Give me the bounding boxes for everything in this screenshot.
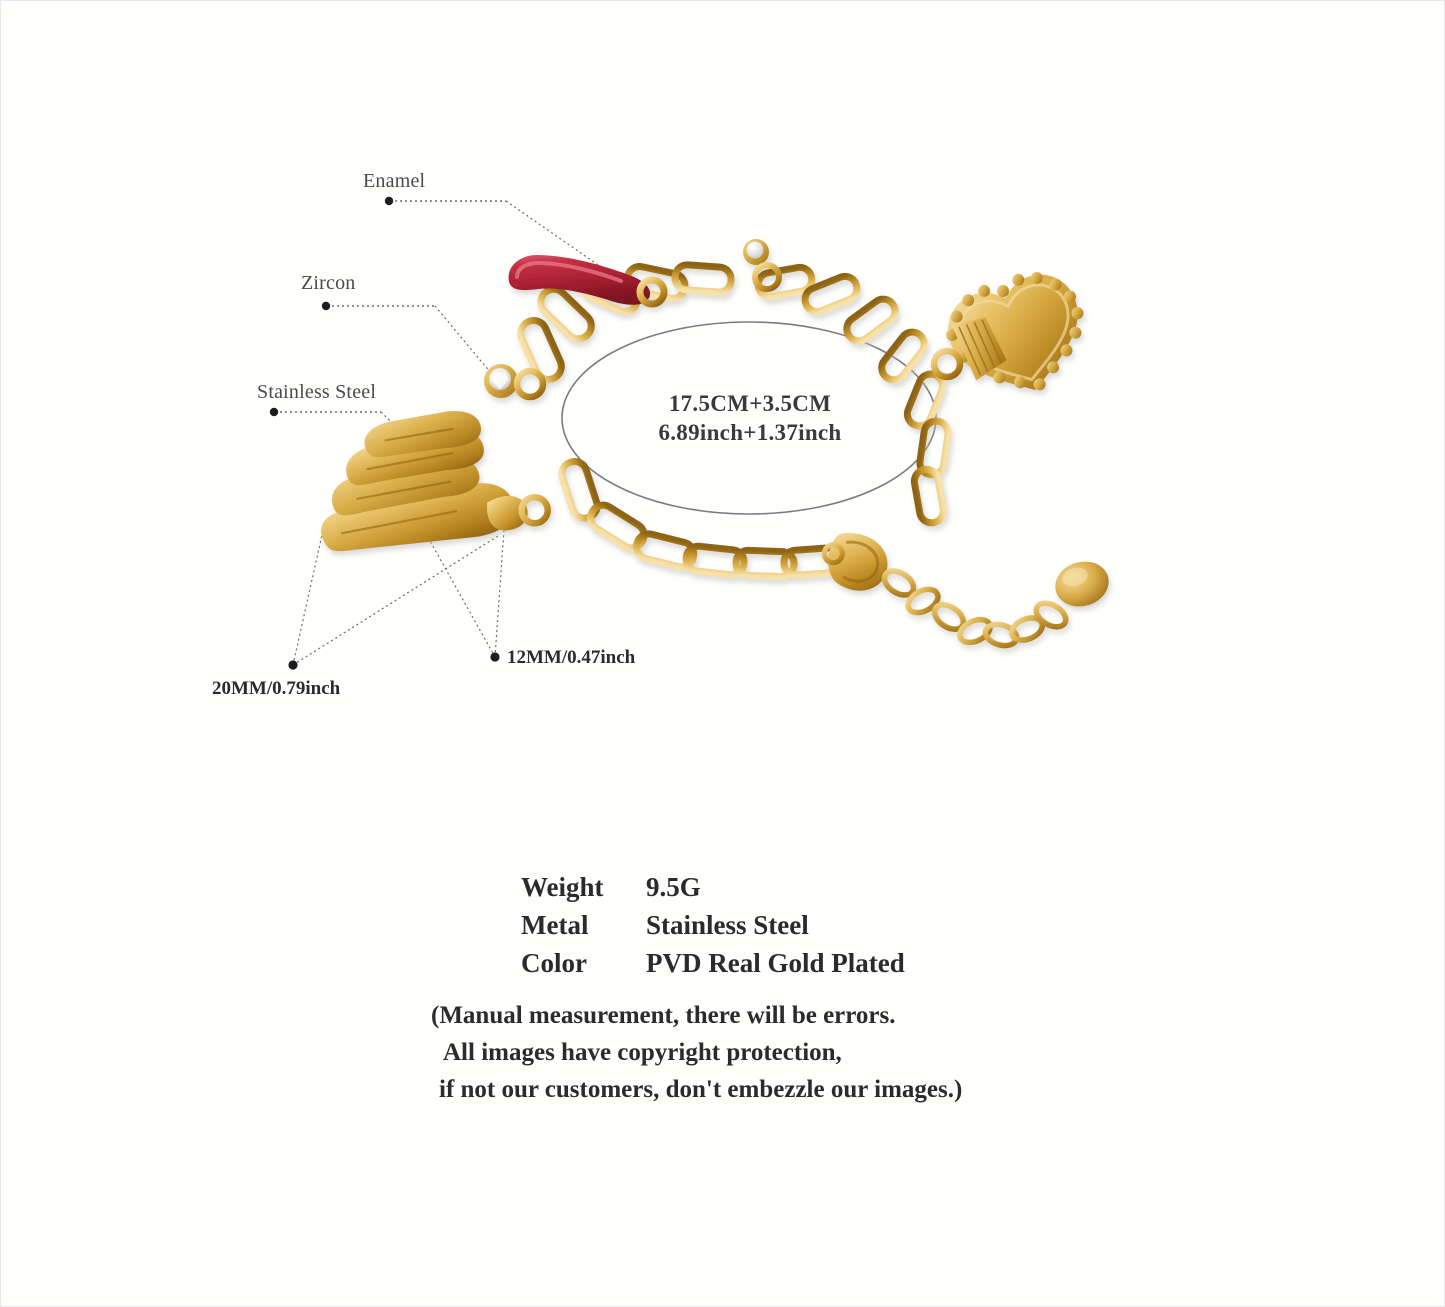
- dimension-label-charm-width: 20MM/0.79inch: [212, 678, 341, 699]
- heart-charm: [930, 272, 1084, 391]
- callout-label-enamel: Enamel: [363, 170, 426, 192]
- zircon-bezel: [484, 364, 547, 401]
- disclaimer-text: (Manual measurement, there will be error…: [431, 997, 1031, 1108]
- disclaimer-line-1: (Manual measurement, there will be error…: [431, 1002, 896, 1030]
- spec-key-color: Color: [521, 948, 587, 979]
- size-caption-cm: 17.5CM+3.5CM: [668, 391, 832, 416]
- spec-value-metal: Stainless Steel: [646, 910, 809, 941]
- top-zircon: [743, 239, 782, 292]
- size-caption: 17.5CM+3.5CM 6.89inch+1.37inch: [563, 389, 937, 448]
- lobster-clasp: [821, 533, 888, 591]
- table-row: Weight 9.5G: [521, 872, 905, 911]
- disclaimer-line-3: if not our customers, don't embezzle our…: [439, 1076, 963, 1104]
- spec-key-metal: Metal: [521, 910, 589, 941]
- callout-label-stainless-steel: Stainless Steel: [257, 381, 377, 403]
- specification-block: Weight 9.5G Metal Stainless Steel Color …: [431, 872, 1031, 1108]
- disc-tag: [1055, 561, 1109, 607]
- product-illustration: [1, 1, 1444, 761]
- chain-top-right: [754, 263, 952, 527]
- dimension-lines: [288, 529, 505, 670]
- spec-value-weight: 9.5G: [646, 872, 701, 902]
- hand-charm: [321, 411, 551, 552]
- dimension-label-charm-height: 12MM/0.47inch: [507, 647, 636, 668]
- size-caption-inch: 6.89inch+1.37inch: [658, 420, 842, 446]
- spec-value-color: PVD Real Gold Plated: [646, 948, 905, 979]
- extender-chain: [881, 568, 1069, 649]
- bracelet-graphic: [269, 196, 1109, 670]
- enamel-charm: [508, 255, 668, 308]
- callout-label-zircon: Zircon: [301, 272, 356, 294]
- specification-table: Weight 9.5G Metal Stainless Steel Color …: [521, 872, 905, 987]
- disclaimer-line-2: All images have copyright protection,: [443, 1039, 842, 1067]
- chain-bottom: [558, 458, 846, 581]
- table-row: Color PVD Real Gold Plated: [521, 949, 905, 987]
- table-row: Metal Stainless Steel: [521, 911, 905, 949]
- bracelet: [321, 239, 1109, 649]
- spec-key-weight: Weight: [521, 872, 604, 902]
